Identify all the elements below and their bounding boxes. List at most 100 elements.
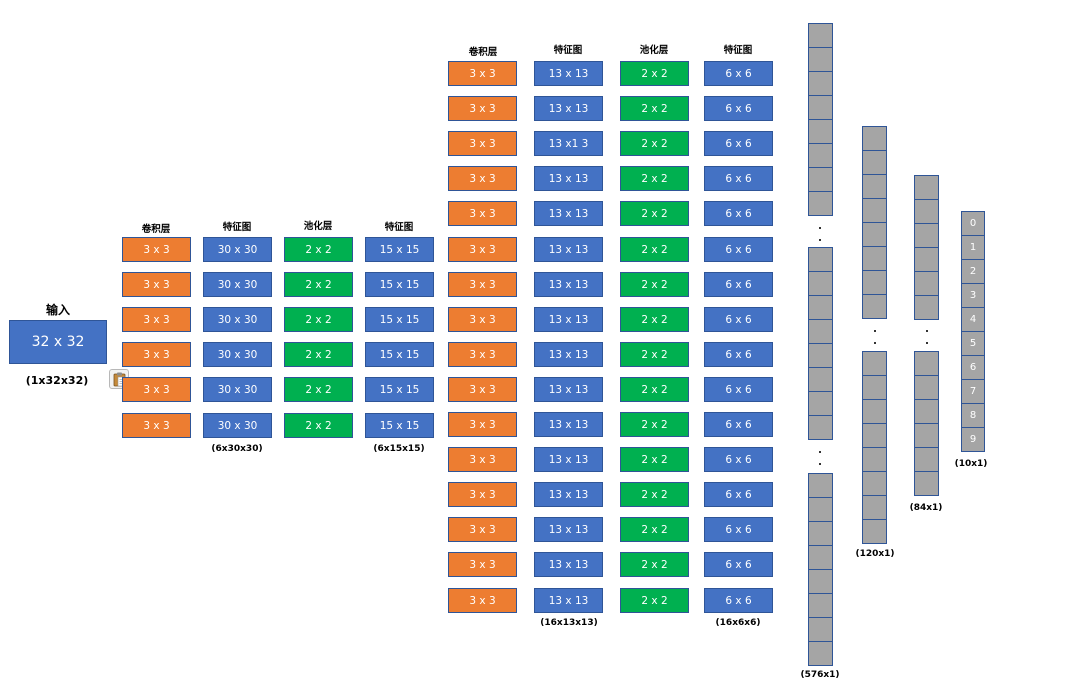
flatten-neuron — [808, 143, 833, 168]
stage2-pool-box: 2 x 2 — [620, 482, 689, 507]
stage2-feature-map-box: 13 x 13 — [534, 482, 603, 507]
flatten-neuron — [808, 167, 833, 192]
stage2-pool-box: 2 x 2 — [620, 237, 689, 262]
stage1-feature-map-box: 30 x 30 — [203, 307, 272, 332]
flatten-neuron — [808, 473, 833, 498]
flatten-neuron — [808, 497, 833, 522]
flatten-neuron — [808, 47, 833, 72]
flatten-ellipsis-dots — [819, 451, 821, 453]
stage2-conv-box: 3 x 3 — [448, 307, 517, 332]
stage1-feature-map-box: 30 x 30 — [203, 272, 272, 297]
stage2-conv-box: 3 x 3 — [448, 447, 517, 472]
stage1-pool-box: 2 x 2 — [284, 377, 353, 402]
fc2-neuron — [914, 471, 939, 496]
stage2-feature-map-box: 6 x 6 — [704, 272, 773, 297]
stage1-feature-map-box: 15 x 15 — [365, 342, 434, 367]
stage2-conv-box: 3 x 3 — [448, 482, 517, 507]
fc1-neuron — [862, 126, 887, 151]
stage2-feature-map-box: 13 x 13 — [534, 201, 603, 226]
stage1-header-pool: 池化层 — [303, 221, 333, 232]
fc1-neuron — [862, 198, 887, 223]
flatten-neuron — [808, 271, 833, 296]
fc2-ellipsis-dots — [926, 342, 928, 344]
flatten-neuron — [808, 415, 833, 440]
fc2-ellipsis-dots — [926, 330, 928, 332]
stage2-feature-map-box: 13 x 13 — [534, 166, 603, 191]
stage1-feature-map-box: 15 x 15 — [365, 307, 434, 332]
fc2-neuron — [914, 271, 939, 296]
fc1-ellipsis-dots — [874, 342, 876, 344]
flatten-neuron — [808, 191, 833, 216]
stage2-pool-box: 2 x 2 — [620, 61, 689, 86]
stage1-conv-box: 3 x 3 — [122, 272, 191, 297]
fc1-neuron — [862, 495, 887, 520]
fc2-neuron — [914, 351, 939, 376]
stage1-conv-box: 3 x 3 — [122, 237, 191, 262]
stage2-feature-map-box: 13 x 13 — [534, 377, 603, 402]
stage2-feature-map-box: 13 x 13 — [534, 447, 603, 472]
flatten-neuron — [808, 593, 833, 618]
fc1-neuron — [862, 246, 887, 271]
input-header: 输入 — [45, 303, 71, 317]
stage2-conv-box: 3 x 3 — [448, 131, 517, 156]
fc1-neuron — [862, 399, 887, 424]
stage2-pool-box: 2 x 2 — [620, 552, 689, 577]
stage2-pool-box: 2 x 2 — [620, 342, 689, 367]
stage1-pool-box: 2 x 2 — [284, 307, 353, 332]
stage2-feature-map-box: 6 x 6 — [704, 131, 773, 156]
stage1-feature-map-box: 30 x 30 — [203, 377, 272, 402]
flatten-neuron — [808, 23, 833, 48]
stage2-feature-map-box: 6 x 6 — [704, 552, 773, 577]
input-dims: (1x32x32) — [25, 374, 89, 387]
flatten-neuron — [808, 319, 833, 344]
stage1-conv-box: 3 x 3 — [122, 377, 191, 402]
fc1-neuron — [862, 222, 887, 247]
output-neuron: 4 — [961, 307, 985, 332]
stage2-feature-map-box: 13 x 13 — [534, 96, 603, 121]
stage1-feature-map-box: 15 x 15 — [365, 413, 434, 438]
stage2-header-feat1: 特征图 — [553, 45, 583, 56]
flatten-neuron — [808, 295, 833, 320]
flatten-neuron — [808, 367, 833, 392]
stage2-conv-box: 3 x 3 — [448, 166, 517, 191]
stage2-pool-box: 2 x 2 — [620, 272, 689, 297]
stage2-pool-box: 2 x 2 — [620, 377, 689, 402]
stage2-feature-map-box: 6 x 6 — [704, 342, 773, 367]
flatten-ellipsis-dots — [819, 239, 821, 241]
stage2-feature-map-box: 6 x 6 — [704, 377, 773, 402]
fc1-neuron — [862, 471, 887, 496]
flatten-ellipsis-dots — [819, 463, 821, 465]
stage2-feature-map-box: 13 x 13 — [534, 272, 603, 297]
stage1-feature-map-box: 30 x 30 — [203, 237, 272, 262]
stage2-feature-map-box: 13 x 13 — [534, 342, 603, 367]
stage1-pool-box: 2 x 2 — [284, 413, 353, 438]
stage1-feature-map-box: 15 x 15 — [365, 272, 434, 297]
stage1-header-feat2: 特征图 — [384, 222, 414, 233]
flatten-neuron — [808, 95, 833, 120]
fc2-neuron — [914, 399, 939, 424]
flatten-neuron — [808, 617, 833, 642]
stage2-header-conv: 卷积层 — [468, 47, 498, 58]
fc2-neuron — [914, 199, 939, 224]
stage2-pool-box: 2 x 2 — [620, 96, 689, 121]
stage1-pool-box: 2 x 2 — [284, 237, 353, 262]
stage2-header-feat2: 特征图 — [723, 45, 753, 56]
stage2-feature-map-box: 6 x 6 — [704, 61, 773, 86]
fc2-neuron — [914, 223, 939, 248]
stage1-conv-box: 3 x 3 — [122, 342, 191, 367]
stage1-feature-map-box: 15 x 15 — [365, 377, 434, 402]
stage2-conv-box: 3 x 3 — [448, 272, 517, 297]
stage2-conv-box: 3 x 3 — [448, 96, 517, 121]
stage1-conv-box: 3 x 3 — [122, 413, 191, 438]
flatten-neuron — [808, 71, 833, 96]
output-neuron: 9 — [961, 427, 985, 452]
output-neuron: 7 — [961, 379, 985, 404]
stage2-pool-box: 2 x 2 — [620, 201, 689, 226]
stage2-pool-box: 2 x 2 — [620, 412, 689, 437]
output-neuron: 1 — [961, 235, 985, 260]
stage2-conv-box: 3 x 3 — [448, 377, 517, 402]
stage2-feature-map-box: 6 x 6 — [704, 307, 773, 332]
output-neuron: 0 — [961, 211, 985, 236]
fc1-neuron — [862, 174, 887, 199]
